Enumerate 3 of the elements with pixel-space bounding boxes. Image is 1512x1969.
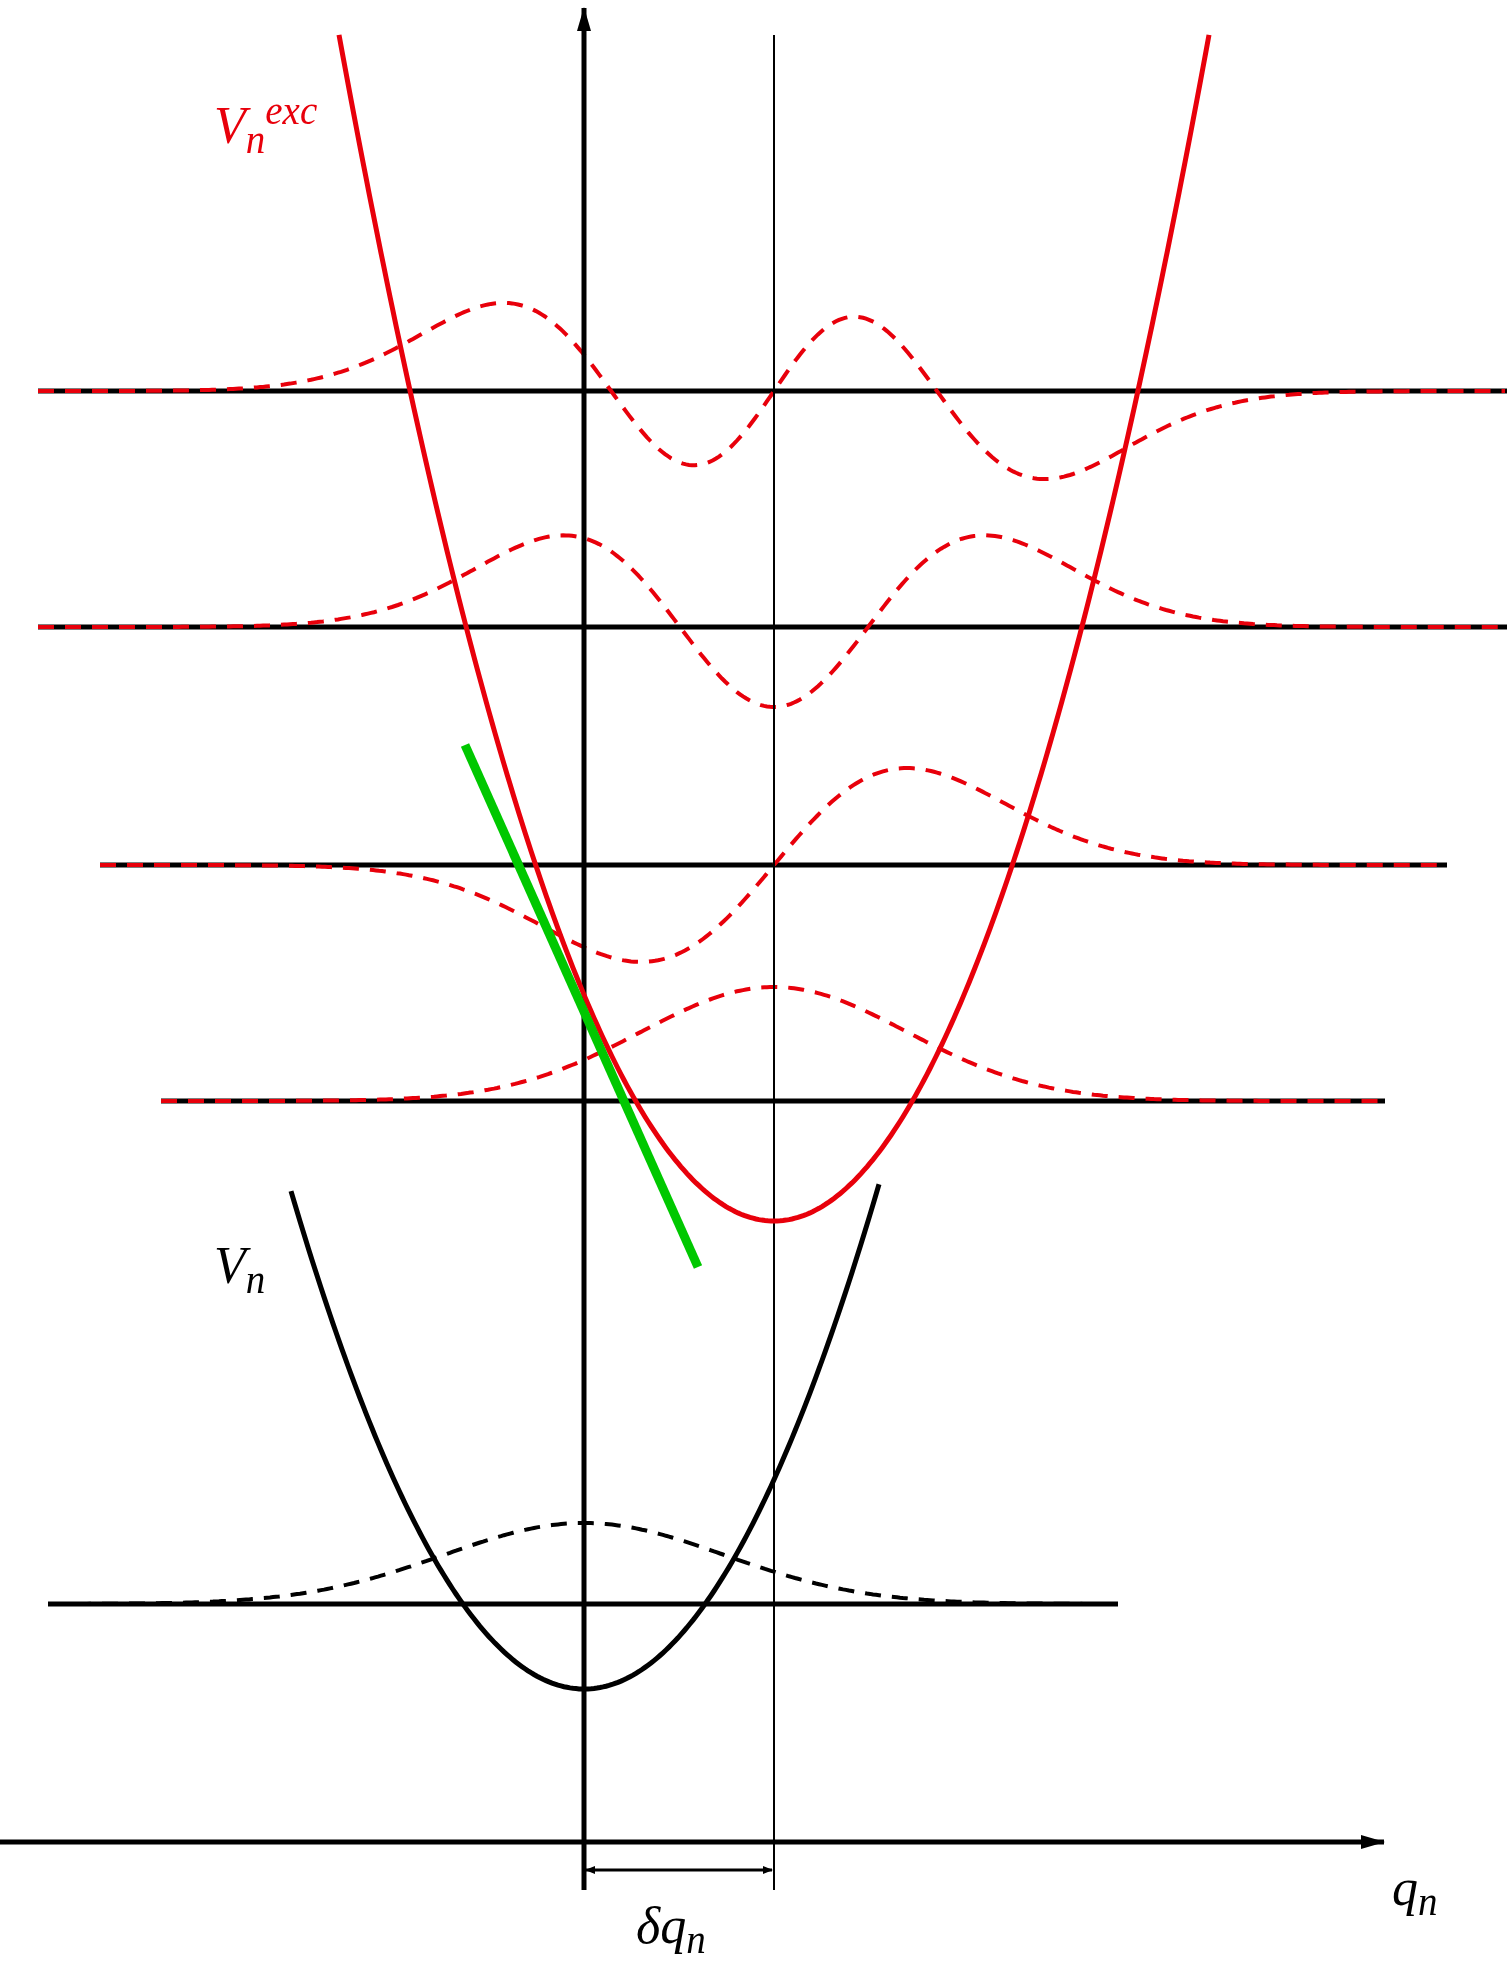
axis-label: q$_{n}$	[1392, 1862, 1438, 1914]
axis-label: V$_{n}$	[214, 1240, 266, 1292]
axis-label: δq$_{n}$	[636, 1900, 706, 1952]
